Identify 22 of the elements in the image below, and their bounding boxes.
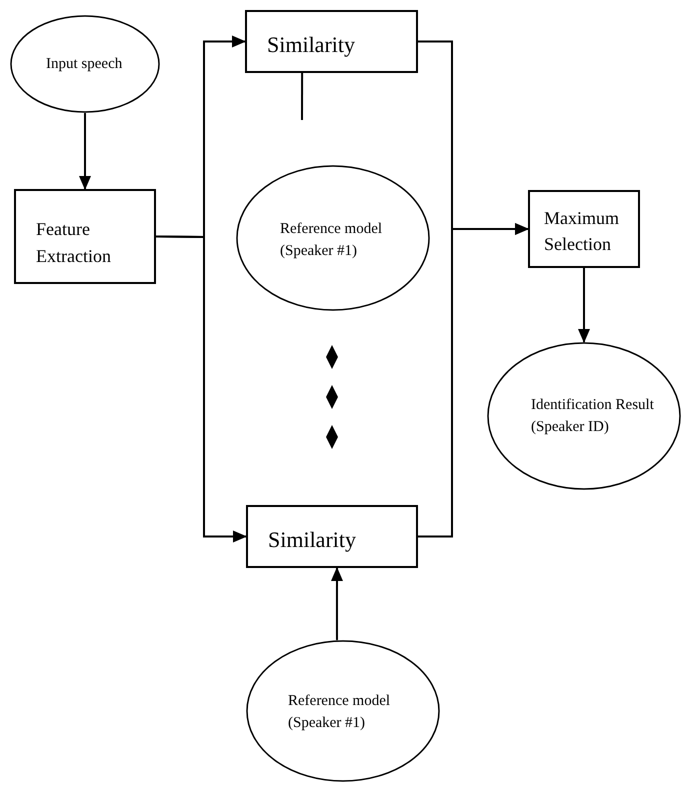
node-label: Reference model (Speaker #1) (288, 692, 392, 733)
arrow (331, 567, 343, 640)
ellipse-node (10, 15, 160, 113)
node-label: Input speech (46, 55, 124, 74)
node-label: Reference model (Speaker #1) (280, 220, 384, 261)
process-box (14, 189, 156, 284)
arrow (156, 236, 247, 542)
connector-line (301, 73, 304, 120)
process-box (246, 505, 418, 568)
process-box (245, 10, 418, 73)
node-label: Similarity (267, 30, 356, 59)
node-label: Identification Result (Speaker ID) (531, 396, 655, 437)
process-box (528, 190, 640, 268)
ellipse-node (246, 640, 440, 782)
arrow (79, 113, 91, 190)
arrow (418, 223, 529, 538)
ellipse-node (236, 165, 430, 311)
node-label: Similarity (268, 526, 357, 554)
arrow (578, 268, 590, 343)
ellipse-node (487, 342, 681, 490)
node-label: Feature Extraction (36, 218, 112, 268)
node-label: Maximum Selection (544, 206, 620, 256)
